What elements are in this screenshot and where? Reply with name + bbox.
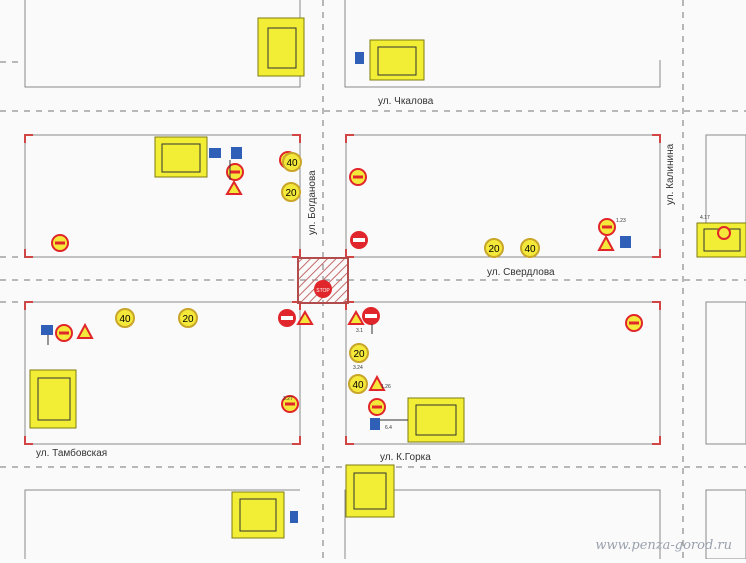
code-no-stopping: 3.27	[283, 396, 293, 402]
speed-sign-ul-b: 20	[285, 188, 297, 199]
warning-signs	[76, 180, 615, 391]
code-ahead: 4.17	[700, 215, 710, 221]
street-label-tambovskaya: ул. Тамбовская	[36, 448, 108, 459]
speed-sign-ul-a: 40	[286, 158, 298, 169]
street-label-sverdlova: ул. Свердлова	[487, 267, 555, 278]
prohibitory-signs: STOP	[278, 231, 380, 327]
watermark: www.penza-gorod.ru	[595, 538, 732, 553]
speed-limit-signs: 40 20 40 20 20 40 20 40	[115, 152, 540, 394]
speed-sign-lm-b: 40	[352, 380, 364, 391]
speed-sign-ll-a: 40	[119, 314, 131, 325]
speed-sign-lm-a: 20	[353, 349, 365, 360]
info-plates	[41, 52, 631, 523]
code-info: 6.4	[385, 425, 392, 431]
street-label-k-gorka: ул. К.Горка	[380, 452, 431, 463]
code-crossing: 1.23	[616, 218, 626, 224]
stop-sign-text: STOP	[316, 288, 330, 294]
buildings	[29, 17, 746, 539]
speed-sign-r-a: 20	[488, 244, 500, 255]
street-label-chkalova: ул. Чкалова	[378, 96, 434, 107]
street-label-kalinina: ул. Калинина	[665, 143, 676, 205]
code-slow: 1.26	[381, 384, 391, 390]
speed-sign-r-b: 40	[524, 244, 536, 255]
code-no-entry: 3.1	[356, 328, 363, 334]
sign-posts	[47, 160, 408, 421]
street-label-bogdanova: ул. Богданова	[307, 170, 318, 235]
no-stopping-signs	[51, 151, 731, 416]
speed-sign-ll-b: 20	[182, 314, 194, 325]
code-speed: 3.24	[353, 365, 363, 371]
